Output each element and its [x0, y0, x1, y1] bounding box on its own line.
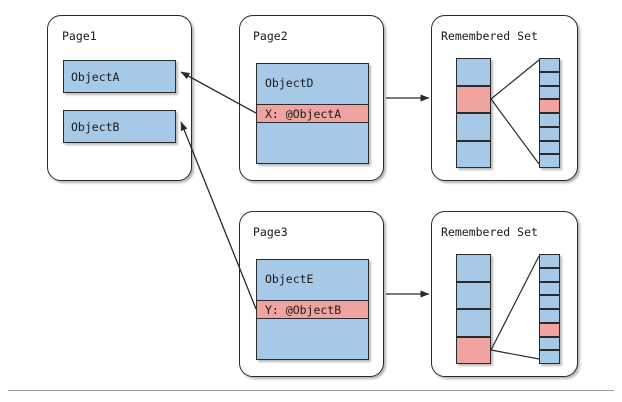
- rs-bottom-left-cell-2[interactable]: [456, 281, 491, 309]
- object-label-objectD: ObjectD: [265, 76, 314, 90]
- rs-bottom-right-cell-5[interactable]: [539, 309, 560, 323]
- object-label-objectA: ObjectA: [71, 70, 120, 84]
- object-block-objectA[interactable]: [63, 60, 176, 93]
- rs-top-left-cell-4[interactable]: [456, 140, 491, 168]
- reference-label-page2: X: @ObjectA: [265, 107, 342, 121]
- rs-bottom-right-cell-7[interactable]: [539, 336, 560, 351]
- remembered-set-top-title: Remembered Set: [441, 29, 538, 43]
- rs-bottom-right-cell-3[interactable]: [539, 281, 560, 296]
- rs-top-left-cell-2[interactable]: [456, 85, 491, 113]
- rs-top-right-cell-7[interactable]: [539, 140, 560, 155]
- footer-divider: [8, 390, 614, 391]
- rs-bottom-left-cell-4[interactable]: [456, 336, 491, 364]
- page3-title: Page3: [253, 225, 288, 239]
- object-label-objectB: ObjectB: [71, 120, 120, 134]
- rs-top-right-cell-3[interactable]: [539, 85, 560, 100]
- page-box-page1[interactable]: [47, 15, 192, 181]
- rs-top-left-column: [456, 58, 491, 168]
- rs-top-right-cell-6[interactable]: [539, 126, 560, 141]
- reference-band-page2[interactable]: [257, 104, 368, 123]
- rs-top-right-column: [539, 58, 560, 168]
- rs-bottom-right-cell-1[interactable]: [539, 254, 560, 268]
- rs-bottom-right-cell-6[interactable]: [539, 322, 560, 337]
- rs-bottom-right-cell-8[interactable]: [539, 350, 560, 364]
- page2-title: Page2: [253, 29, 288, 43]
- rs-top-left-cell-3[interactable]: [456, 113, 491, 141]
- remembered-set-bottom-title: Remembered Set: [441, 225, 538, 239]
- rs-top-right-cell-4[interactable]: [539, 99, 560, 113]
- reference-band-page3[interactable]: [257, 300, 368, 319]
- object-label-objectE: ObjectE: [265, 272, 314, 286]
- rs-top-right-cell-5[interactable]: [539, 113, 560, 127]
- rs-bottom-left-cell-1[interactable]: [456, 254, 491, 282]
- rs-top-right-cell-8[interactable]: [539, 154, 560, 168]
- rs-top-right-cell-1[interactable]: [539, 58, 560, 72]
- page1-title: Page1: [62, 29, 97, 43]
- reference-label-page3: Y: @ObjectB: [265, 303, 342, 317]
- rs-bottom-right-column: [539, 254, 560, 364]
- rs-top-left-cell-1[interactable]: [456, 58, 491, 86]
- rs-bottom-left-cell-3[interactable]: [456, 309, 491, 337]
- object-block-objectB[interactable]: [63, 110, 176, 143]
- rs-bottom-right-cell-2[interactable]: [539, 267, 560, 282]
- rs-bottom-left-column: [456, 254, 491, 364]
- rs-bottom-right-cell-4[interactable]: [539, 295, 560, 309]
- rs-top-right-cell-2[interactable]: [539, 71, 560, 86]
